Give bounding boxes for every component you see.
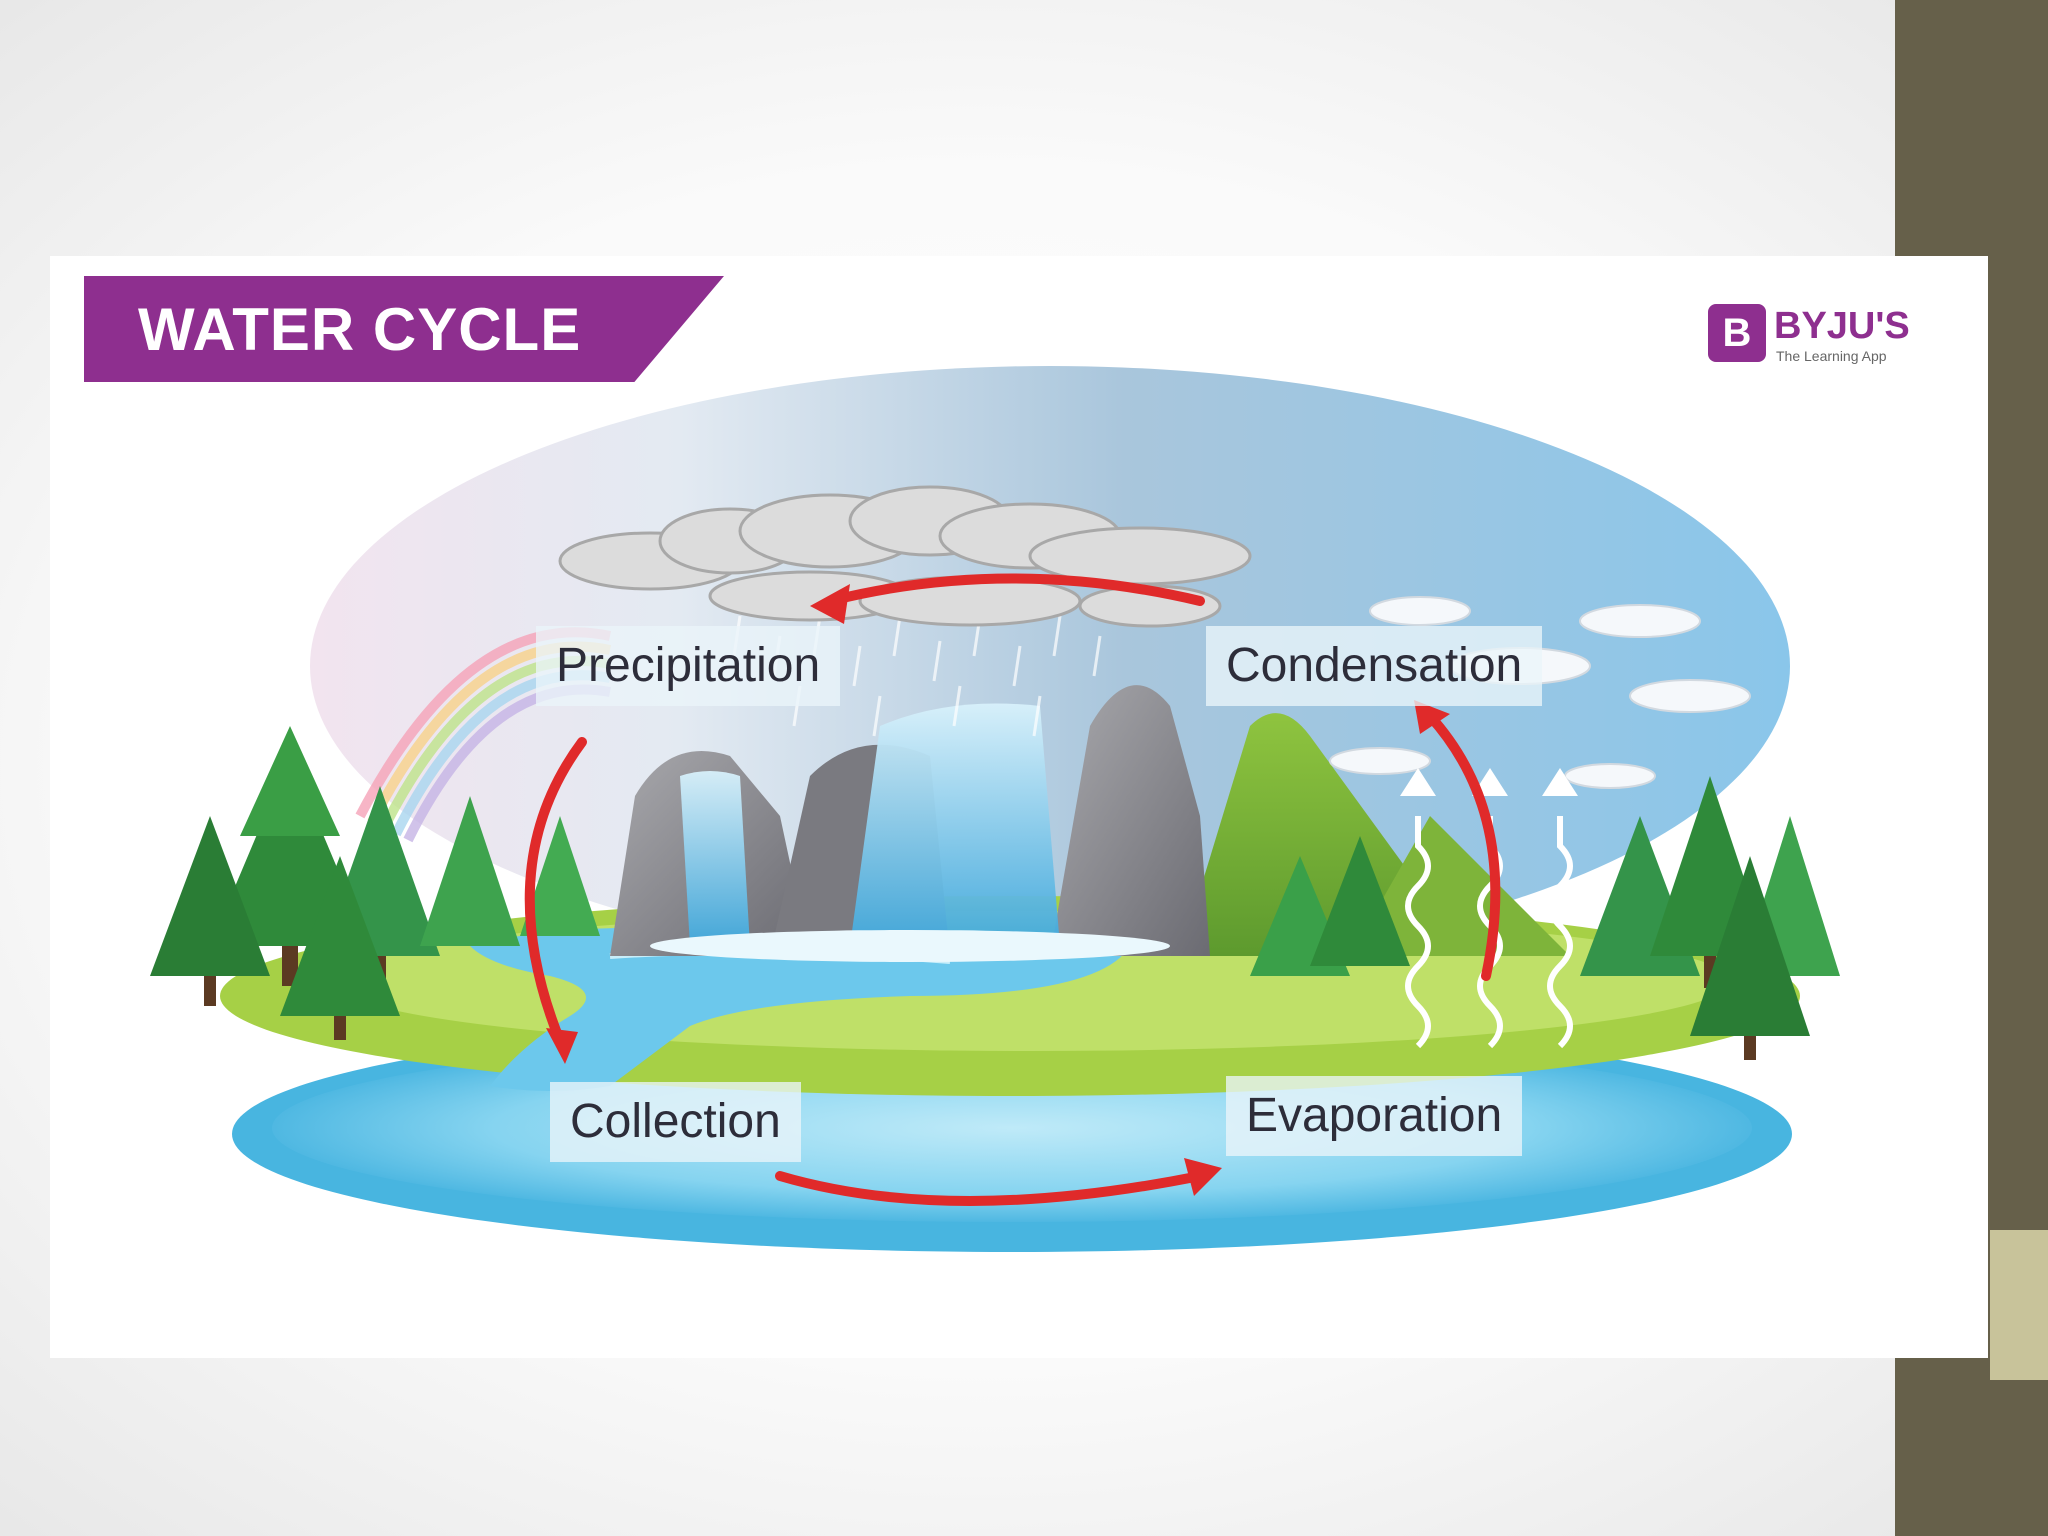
slide-side-accent [1990, 1230, 2048, 1380]
cycle-arrowheads [546, 584, 1450, 1196]
arrow-evaporation-to-condensation [1425, 711, 1501, 981]
label-evaporation: Evaporation [1226, 1076, 1523, 1156]
waterfall-foam [650, 930, 1170, 962]
byjus-logo-icon: B [1708, 304, 1766, 362]
waterfall-small [680, 771, 750, 946]
arrowhead-collection [546, 1028, 578, 1064]
logo-name: BYJU'S [1774, 305, 1910, 347]
trees-left [150, 726, 600, 1040]
arrowhead-precipitation [810, 584, 850, 624]
green-mountain-back [1350, 816, 1570, 956]
arrowhead-condensation [1414, 700, 1450, 734]
diagram-card: WATER CYCLE B BYJU'S The Learning App Pr… [50, 256, 1988, 1358]
arrow-collection-to-evaporation [775, 1171, 1205, 1206]
rock-right [1050, 685, 1210, 956]
label-collection: Collection [550, 1082, 801, 1162]
cycle-arrows [524, 573, 1501, 1206]
label-precipitation: Precipitation [536, 626, 841, 706]
label-condensation: Condensation [1206, 626, 1543, 706]
logo-tagline: The Learning App [1776, 348, 1887, 364]
diagram-title: WATER CYCLE [138, 295, 582, 363]
arrowhead-evaporation [1184, 1158, 1222, 1196]
river [470, 928, 1130, 1091]
brand-logo: B BYJU'S The Learning App [1708, 304, 1948, 378]
arrow-precipitation-to-collection [524, 737, 587, 1046]
trees-right [1250, 776, 1840, 1060]
title-banner: WATER CYCLE [84, 276, 724, 382]
arrow-condensation-to-precipitation [825, 573, 1205, 606]
water-cycle-scene [150, 366, 1840, 1252]
waterfall-large [850, 703, 1060, 946]
